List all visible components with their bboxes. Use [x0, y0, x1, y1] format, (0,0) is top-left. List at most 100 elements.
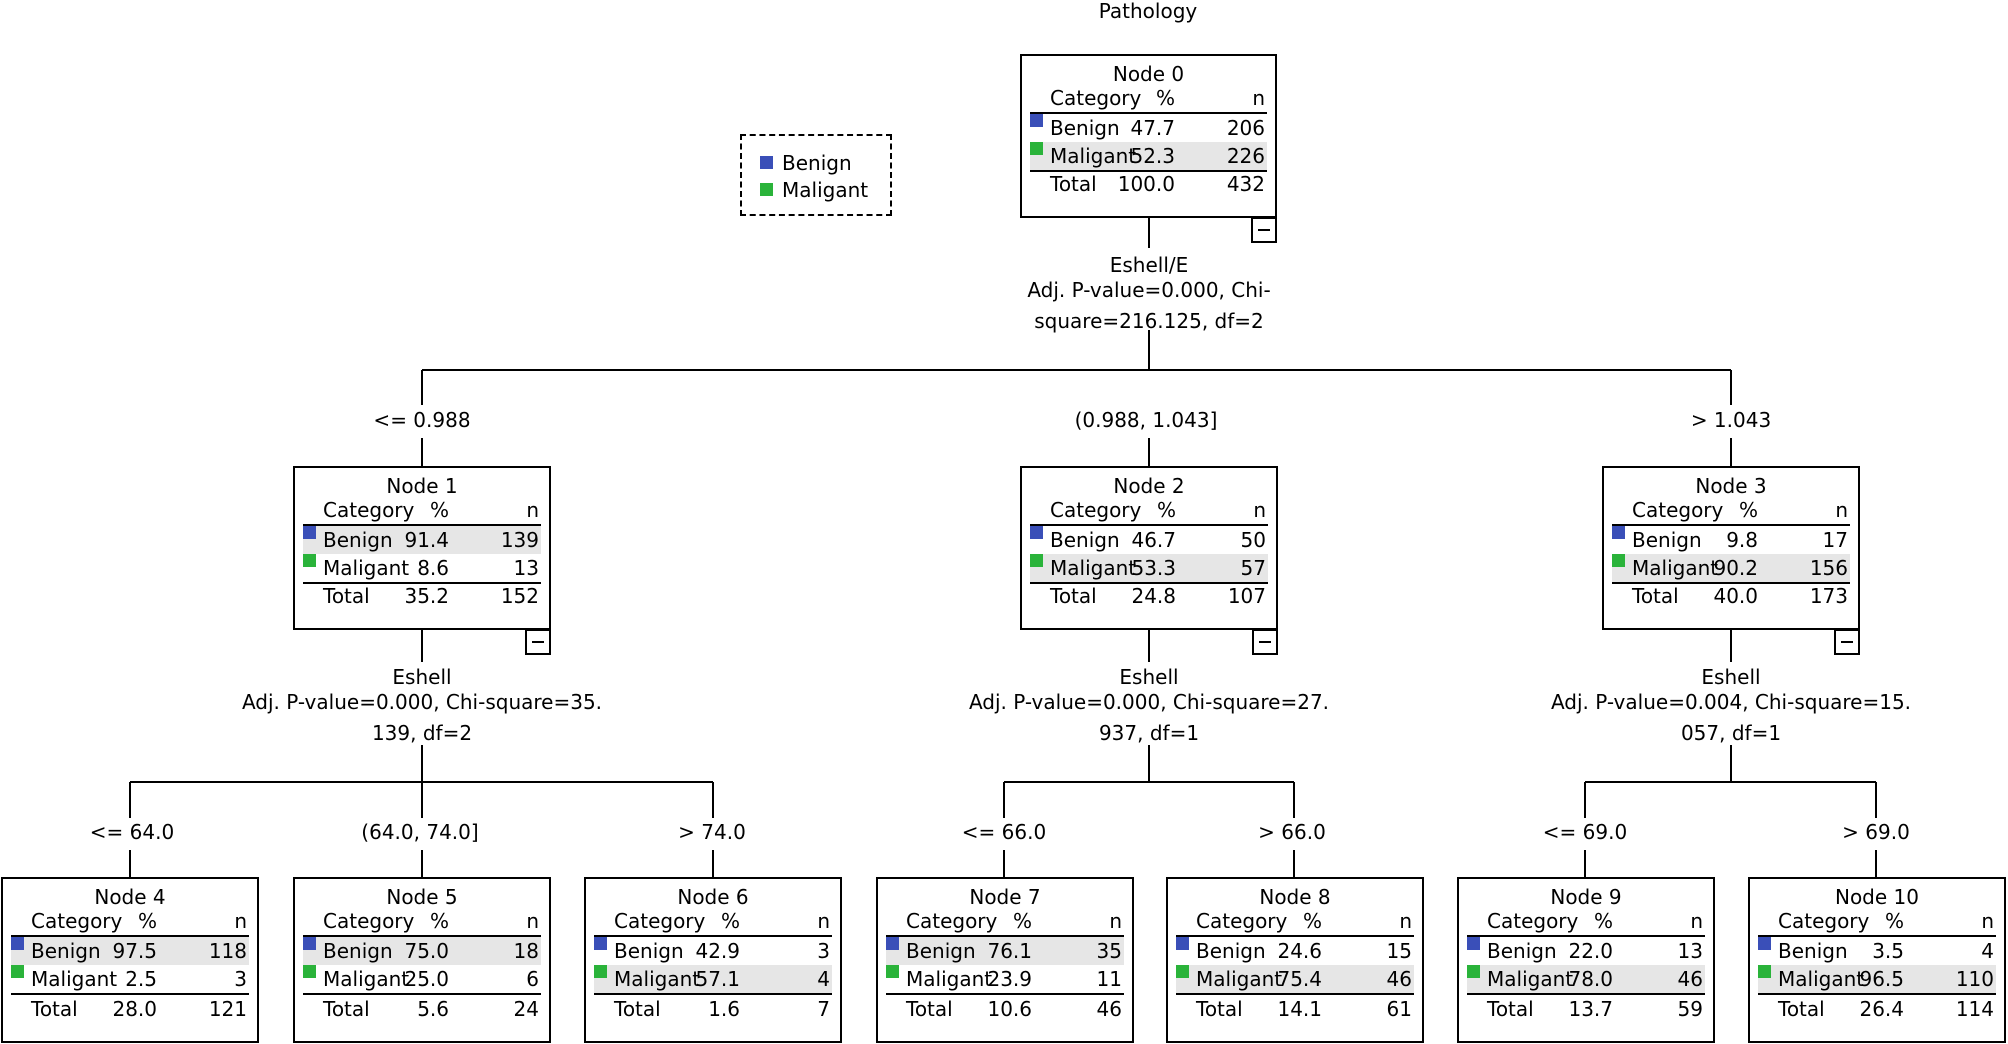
total-percent: 24.8 [1131, 584, 1176, 608]
benign-swatch-icon [594, 937, 607, 950]
category-percent: 75.4 [1277, 967, 1322, 991]
category-label: Maligant [31, 967, 118, 991]
total-count: 24 [513, 997, 539, 1021]
header-category: Category [1196, 909, 1288, 933]
node-header-row: Category%n [886, 907, 1124, 937]
total-count: 59 [1677, 997, 1703, 1021]
total-percent: 26.4 [1859, 997, 1904, 1021]
split-stats-line1: Adj. P-value=0.000, Chi- [1027, 278, 1271, 302]
node-title: Node 9 [1550, 885, 1622, 909]
split-variable: Eshell/E [1109, 253, 1189, 277]
header-percent: % [1012, 909, 1032, 933]
branch-label: <= 66.0 [961, 820, 1047, 844]
total-count: 46 [1096, 997, 1122, 1021]
category-percent: 96.5 [1859, 967, 1904, 991]
category-count: 35 [1096, 939, 1122, 963]
category-count: 4 [817, 967, 830, 991]
category-label: Benign [1778, 939, 1848, 963]
category-label: Maligant [323, 556, 410, 580]
node-header-row: Category%n [1030, 84, 1267, 114]
node-title: Node 10 [1834, 885, 1919, 909]
category-count: 18 [513, 939, 539, 963]
tree-title: Pathology [1098, 0, 1198, 23]
category-count: 6 [526, 967, 539, 991]
maligant-swatch-icon [1467, 965, 1480, 978]
maligant-swatch-icon [1612, 554, 1625, 567]
node-header-row: Category%n [1176, 907, 1414, 937]
legend: Benign Maligant [740, 134, 892, 216]
branch-label: (64.0, 74.0] [361, 820, 479, 844]
total-count: 173 [1809, 584, 1848, 608]
category-percent: 90.2 [1713, 556, 1758, 580]
header-category: Category [31, 909, 123, 933]
total-label: Total [1632, 584, 1679, 608]
benign-swatch-icon [11, 937, 24, 950]
header-percent: % [429, 909, 449, 933]
category-count: 46 [1677, 967, 1703, 991]
category-label: Benign [614, 939, 684, 963]
maligant-swatch-icon [886, 965, 899, 978]
benign-swatch-icon [1176, 937, 1189, 950]
benign-swatch-icon [1758, 937, 1771, 950]
node-title: Node 5 [386, 885, 458, 909]
branch-label: (0.988, 1.043] [1074, 408, 1218, 432]
branch-label: > 74.0 [678, 820, 746, 844]
total-count: 114 [1955, 997, 1994, 1021]
collapse-node-button[interactable] [525, 629, 551, 655]
category-label: Maligant [1196, 967, 1283, 991]
total-count: 152 [500, 584, 539, 608]
benign-swatch-icon [1030, 526, 1043, 539]
total-percent: 35.2 [404, 584, 449, 608]
node-title: Node 1 [386, 474, 458, 498]
total-label: Total [1778, 997, 1825, 1021]
header-n: n [1399, 909, 1412, 933]
category-percent: 57.1 [695, 967, 740, 991]
collapse-node-button[interactable] [1252, 629, 1278, 655]
header-category: Category [1050, 86, 1142, 110]
total-percent: 5.6 [417, 997, 449, 1021]
branch-label: > 1.043 [1690, 408, 1772, 432]
category-count: 13 [513, 556, 539, 580]
total-label: Total [323, 584, 370, 608]
category-percent: 25.0 [404, 967, 449, 991]
total-label: Total [1050, 172, 1097, 196]
branch-label: <= 0.988 [373, 408, 471, 432]
node-title: Node 0 [1112, 62, 1185, 86]
header-n: n [1981, 909, 1994, 933]
benign-swatch-icon [303, 526, 316, 539]
category-count: 156 [1809, 556, 1848, 580]
collapse-node-button[interactable] [1834, 629, 1860, 655]
category-count: 118 [208, 939, 247, 963]
total-count: 432 [1226, 172, 1265, 196]
category-count: 57 [1240, 556, 1266, 580]
collapse-node-button[interactable] [1251, 217, 1277, 243]
header-category: Category [1778, 909, 1870, 933]
maligant-swatch-icon [303, 965, 316, 978]
category-percent: 46.7 [1131, 528, 1176, 552]
maligant-swatch-icon [303, 554, 316, 567]
category-label: Benign [1050, 528, 1120, 552]
total-label: Total [1487, 997, 1534, 1021]
split-variable: Eshell [392, 665, 452, 689]
header-category: Category [323, 498, 415, 522]
